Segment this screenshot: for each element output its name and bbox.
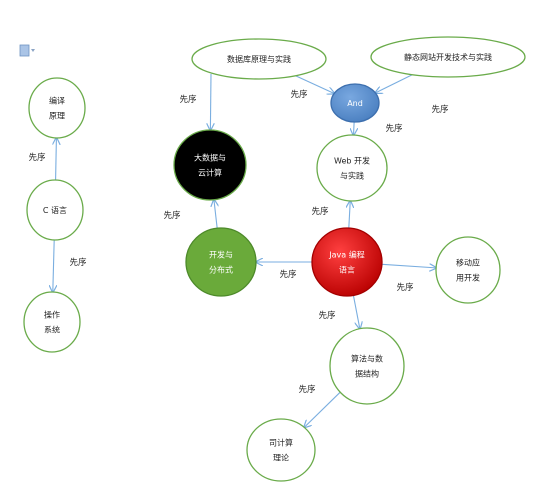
node-label: And bbox=[347, 99, 363, 108]
node-label: 与实践 bbox=[340, 171, 364, 181]
node-label: 云计算 bbox=[198, 168, 222, 178]
node-label: 语言 bbox=[339, 265, 355, 275]
node-label: 算法与数 bbox=[351, 354, 383, 364]
node-label: 静态网站开发技术与实践 bbox=[404, 52, 492, 62]
edges-layer: 先序先序先序先序先序先序先序先序先序先序先序先序 bbox=[28, 73, 449, 427]
edge-static_web-to-and bbox=[375, 74, 413, 93]
node-label: 原理 bbox=[49, 112, 65, 121]
node-label: 系统 bbox=[44, 325, 60, 335]
edge-java-to-mobile bbox=[381, 264, 436, 268]
node-label: C 语言 bbox=[43, 205, 67, 215]
edge-java-to-algo bbox=[352, 295, 359, 328]
document-icon[interactable] bbox=[19, 44, 35, 57]
node-label: 操作 bbox=[44, 310, 60, 320]
edge-label: 先序 bbox=[396, 282, 414, 293]
node-label: Web 开发 bbox=[334, 156, 370, 166]
node-label: 大数据与 bbox=[194, 153, 226, 163]
node-shape bbox=[185, 227, 257, 297]
node-c-lang[interactable]: C 语言 bbox=[26, 179, 84, 241]
node-shape bbox=[311, 227, 383, 297]
edge-algo-to-theory bbox=[304, 391, 341, 427]
node-shape bbox=[330, 83, 380, 123]
edge-and-to-web_dev bbox=[354, 121, 355, 135]
edge-label: 先序 bbox=[279, 269, 297, 280]
node-label: 数据库原理与实践 bbox=[227, 54, 291, 64]
edge-label: 先序 bbox=[163, 210, 181, 221]
edge-label: 先序 bbox=[28, 152, 46, 163]
node-shape bbox=[370, 36, 526, 78]
node-shape bbox=[23, 291, 81, 353]
node-database[interactable]: 数据库原理与实践 bbox=[191, 38, 327, 80]
edge-label: 先序 bbox=[431, 104, 449, 115]
edge-label: 先序 bbox=[311, 206, 329, 217]
node-shape bbox=[26, 179, 84, 241]
edge-label: 先序 bbox=[69, 257, 87, 268]
edge-label: 先序 bbox=[298, 384, 316, 395]
edge-label: 先序 bbox=[318, 310, 336, 321]
node-shape bbox=[246, 418, 316, 482]
node-static-web[interactable]: 静态网站开发技术与实践 bbox=[370, 36, 526, 78]
edge-label: 先序 bbox=[385, 123, 403, 134]
edge-label: 先序 bbox=[179, 94, 197, 105]
edge-database-to-bigdata bbox=[210, 73, 211, 130]
node-shape bbox=[435, 236, 501, 304]
node-shape bbox=[316, 134, 388, 202]
node-shape bbox=[191, 38, 327, 80]
node-shape bbox=[173, 129, 247, 201]
edge-label: 先序 bbox=[290, 89, 308, 100]
node-label: 理论 bbox=[273, 453, 289, 463]
node-label: 据结构 bbox=[355, 369, 379, 379]
edge-java-to-web_dev bbox=[349, 201, 350, 229]
edge-c_lang-to-compiler bbox=[56, 138, 57, 181]
node-label: 司计算 bbox=[269, 438, 293, 448]
edge-database-to-and bbox=[295, 75, 335, 94]
node-label: 编译 bbox=[49, 96, 65, 106]
edge-c_lang-to-os bbox=[53, 239, 54, 292]
node-label: 移动应 bbox=[456, 258, 480, 268]
node-label: 分布式 bbox=[209, 265, 233, 275]
node-label: Java 编程 bbox=[328, 250, 364, 260]
node-shape bbox=[329, 327, 405, 405]
node-label: 开发与 bbox=[209, 250, 233, 260]
edge-distributed-to-bigdata bbox=[214, 200, 217, 229]
node-and[interactable]: And bbox=[330, 83, 380, 123]
node-label: 用开发 bbox=[456, 273, 480, 283]
node-shape bbox=[28, 77, 86, 139]
